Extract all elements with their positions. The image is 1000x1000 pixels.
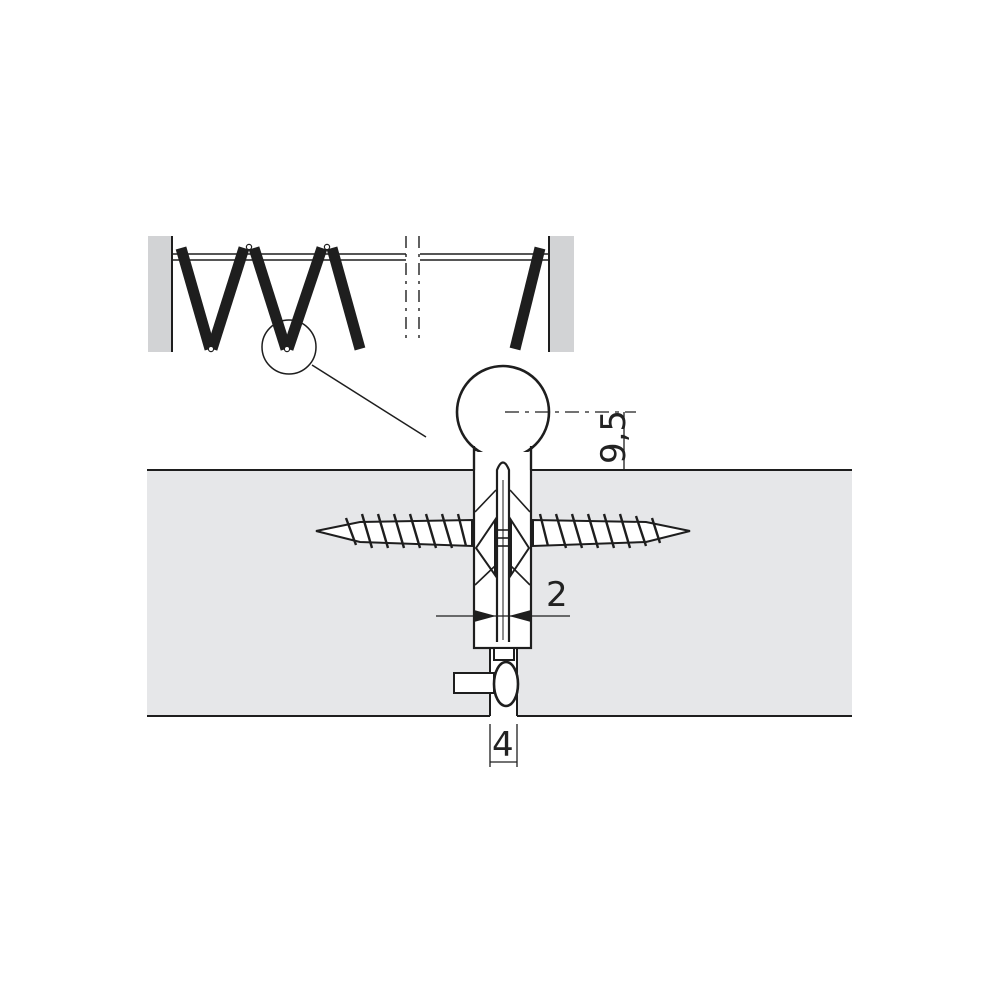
overview [148, 236, 574, 438]
track-rail [173, 253, 548, 261]
detail-callout-circle [261, 319, 317, 375]
roller-plug [453, 672, 495, 694]
pivot-pin [492, 660, 520, 708]
panel-right [517, 470, 852, 716]
wall-left [148, 236, 172, 352]
break-line [405, 236, 420, 342]
detail [147, 364, 852, 767]
dimension-9-5 [505, 411, 636, 470]
callout-leader [311, 364, 427, 438]
dimension-label-panel-gap: 4 [492, 725, 514, 765]
dimension-2 [436, 610, 570, 622]
panel-left [147, 470, 490, 716]
door-leaves [175, 246, 546, 351]
dimension-label-knuckle-offset: 9,5 [594, 409, 634, 465]
screw-left [315, 513, 473, 549]
dimension-label-hinge-gap: 2 [546, 575, 568, 615]
wall-right [549, 236, 574, 352]
screw-right [532, 513, 691, 549]
dimension-4 [489, 724, 518, 767]
